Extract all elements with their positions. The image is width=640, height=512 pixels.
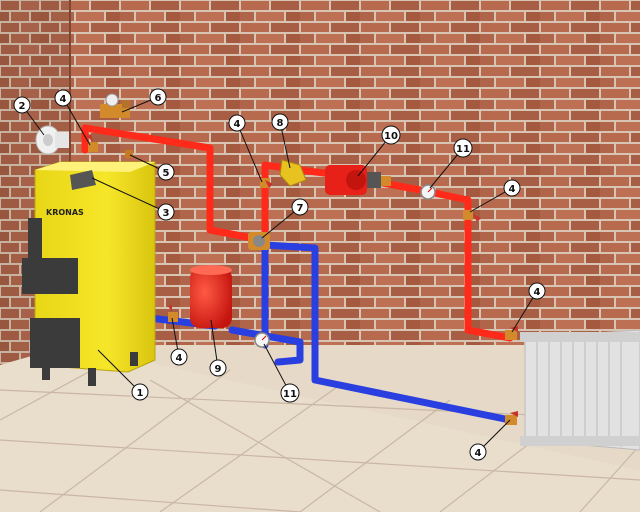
svg-text:11: 11 — [456, 144, 470, 155]
callout-10: 10 — [381, 125, 401, 145]
callout-9: 9 — [209, 359, 227, 377]
radiator — [520, 329, 640, 451]
expansion-tank — [190, 265, 232, 328]
svg-text:5: 5 — [163, 168, 170, 179]
callout-2: 2 — [13, 96, 31, 114]
svg-text:4: 4 — [60, 94, 67, 105]
pressure-gauges — [254, 184, 436, 348]
svg-text:4: 4 — [534, 287, 541, 298]
callouts: 2 4 6 5 3 1 4 8 7 10 11 4 4 4 4 9 11 — [13, 88, 546, 461]
callout-4-boiler: 4 — [54, 89, 72, 107]
svg-text:8: 8 — [277, 118, 284, 129]
valve-radiator-return — [505, 411, 518, 425]
svg-text:9: 9 — [215, 364, 222, 375]
callout-6: 6 — [149, 88, 167, 106]
svg-text:10: 10 — [384, 131, 398, 142]
callout-4-bypass: 4 — [228, 114, 246, 132]
boiler-brand: KRONAS — [46, 208, 84, 217]
callout-4-radiator-supply: 4 — [528, 282, 546, 300]
filter — [279, 159, 307, 187]
svg-text:3: 3 — [163, 208, 170, 219]
svg-text:6: 6 — [155, 93, 162, 104]
boiler-thermometer — [125, 150, 133, 158]
return-pipes — [146, 241, 514, 424]
callout-11-return: 11 — [280, 383, 300, 403]
callout-8: 8 — [271, 113, 289, 131]
boiler-door-middle — [22, 258, 78, 294]
callout-4-return: 4 — [170, 348, 188, 366]
valve-right-supply — [463, 210, 481, 222]
safety-group — [100, 93, 130, 118]
svg-text:7: 7 — [297, 203, 304, 214]
svg-text:2: 2 — [19, 101, 26, 112]
svg-text:4: 4 — [509, 184, 516, 195]
valve-return — [168, 305, 178, 322]
callout-4-radiator-return: 4 — [469, 443, 487, 461]
callout-3: 3 — [157, 203, 175, 221]
callout-4-right: 4 — [503, 179, 521, 197]
callout-1: 1 — [131, 383, 149, 401]
callout-5: 5 — [157, 163, 175, 181]
svg-text:4: 4 — [234, 119, 241, 130]
boiler-door-top — [28, 218, 42, 258]
callout-7: 7 — [291, 198, 309, 216]
svg-text:4: 4 — [475, 448, 482, 459]
svg-text:4: 4 — [176, 353, 183, 364]
svg-text:1: 1 — [137, 388, 144, 399]
boiler: KRONAS — [22, 161, 156, 386]
boiler-door-bottom — [30, 318, 80, 368]
svg-text:11: 11 — [283, 389, 297, 400]
valve-boiler-supply — [87, 134, 98, 152]
ball-valves — [87, 134, 518, 425]
valve-bypass — [260, 178, 273, 188]
circulation-pump — [325, 165, 391, 195]
callout-11-supply: 11 — [453, 138, 473, 158]
